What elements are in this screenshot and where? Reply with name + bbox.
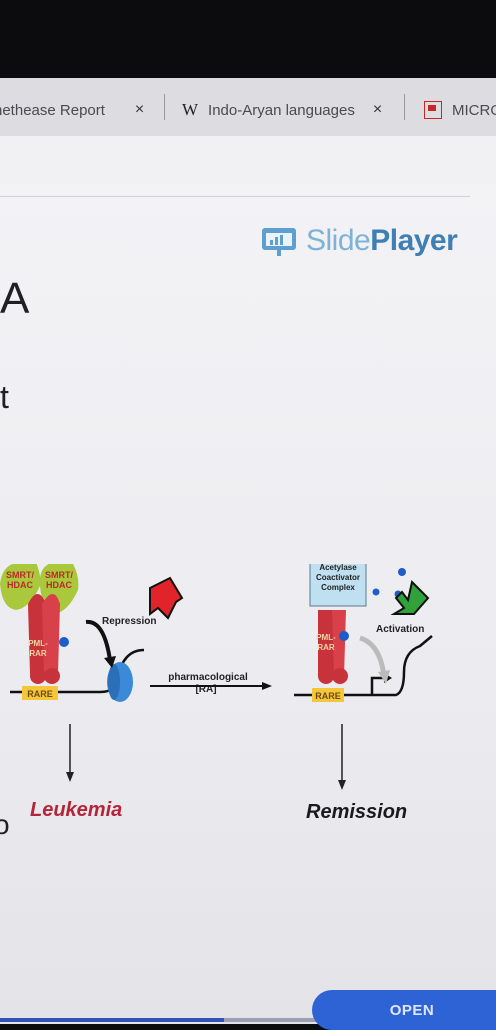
pharmacological-label: pharmacological — [168, 672, 248, 683]
tab-label: nethease Report — [0, 101, 105, 119]
tab-label: MICRO — [452, 101, 496, 119]
smrt-hdac-left — [0, 564, 41, 610]
close-icon[interactable]: × — [372, 101, 383, 118]
smrt-label-2: SMRT/ — [45, 570, 73, 580]
pml-rar-receptor-right — [318, 610, 336, 676]
leukemia-label: Leukemia — [30, 799, 122, 821]
slideplayer-wordmark: SlidePlayer — [306, 224, 458, 257]
receptor-foot — [44, 668, 60, 684]
tab-divider — [404, 94, 405, 120]
ligand-dot — [59, 637, 69, 647]
slideplayer-logo: SlidePlayer — [260, 224, 458, 258]
close-icon[interactable]: × — [134, 101, 145, 118]
browser-window: nethease Report × W Indo-Aryan languages… — [0, 78, 496, 1024]
slideplayer-logo-icon — [262, 228, 296, 256]
slideshow-icon — [424, 101, 442, 119]
activation-arrow — [359, 635, 387, 677]
pml-rar-receptor-right-2 — [332, 610, 346, 676]
dna-line-right — [294, 635, 433, 697]
slide-text-fragment: t — [0, 379, 9, 415]
receptor-foot — [332, 668, 348, 684]
ra-mechanism-diagram: SMRT/ HDAC SMRT/ HDAC PML- RAR RARE Repr… — [0, 564, 433, 823]
nucleosome-shade — [108, 664, 120, 700]
slide-heading-fragment: A — [0, 274, 30, 323]
complex-label: Complex — [321, 583, 355, 592]
ligand-dot — [339, 631, 349, 641]
rar-label-right: RAR — [317, 643, 335, 652]
tab-label: Indo-Aryan languages — [208, 101, 355, 119]
repression-arrow — [85, 619, 112, 661]
rare-box-left — [22, 686, 58, 700]
receptor-foot — [318, 668, 334, 684]
green-arrow-icon — [390, 580, 430, 615]
repression-label: Repression — [102, 616, 156, 627]
acetylase-complex — [309, 564, 367, 607]
slide-page: SlidePlayer A t SMRT/ HDAC SMRT/ HDAC PM… — [0, 184, 496, 1024]
tab-micro[interactable]: MICRO — [424, 88, 496, 132]
hdac-label-2: HDAC — [46, 580, 72, 590]
pml-label-right: PML- — [316, 633, 336, 642]
slide-bullet-fragment: o — [0, 809, 10, 840]
smrt-label: SMRT/ — [6, 570, 34, 580]
hdac-label: HDAC — [7, 580, 33, 590]
rare-box-right — [312, 688, 344, 702]
transcription-start-arrow — [370, 676, 386, 695]
coactivator-label: Coactivator — [316, 573, 360, 582]
remission-label: Remission — [306, 801, 407, 823]
slide-border — [0, 184, 470, 197]
rar-label: RAR — [29, 649, 47, 658]
slide-progress-bar[interactable] — [0, 1018, 448, 1022]
pml-rar-receptor-left-2 — [42, 594, 60, 674]
pml-rar-receptor-left — [28, 594, 46, 674]
acetylase-label: Acetylase — [319, 564, 357, 572]
ra-label: [RA] — [195, 684, 216, 695]
tab-indo-aryan[interactable]: W Indo-Aryan languages × — [182, 88, 382, 132]
receptor-foot — [30, 668, 46, 684]
slide-progress-fill — [0, 1018, 224, 1022]
pml-label: PML- — [28, 639, 48, 648]
rare-label-right: RARE — [315, 691, 341, 701]
activation-label: Activation — [376, 624, 424, 635]
tab-bar: nethease Report × W Indo-Aryan languages… — [0, 78, 496, 136]
ligand-dot — [372, 588, 380, 596]
ligand-dot — [398, 568, 406, 576]
browser-toolbar — [0, 136, 496, 185]
tab-report[interactable]: nethease Report × — [0, 88, 144, 132]
tab-divider — [164, 94, 165, 120]
red-arrow-icon — [149, 576, 184, 620]
open-button[interactable]: OPEN — [312, 990, 496, 1030]
wikipedia-icon: W — [182, 100, 199, 119]
rare-label-left: RARE — [27, 689, 53, 699]
